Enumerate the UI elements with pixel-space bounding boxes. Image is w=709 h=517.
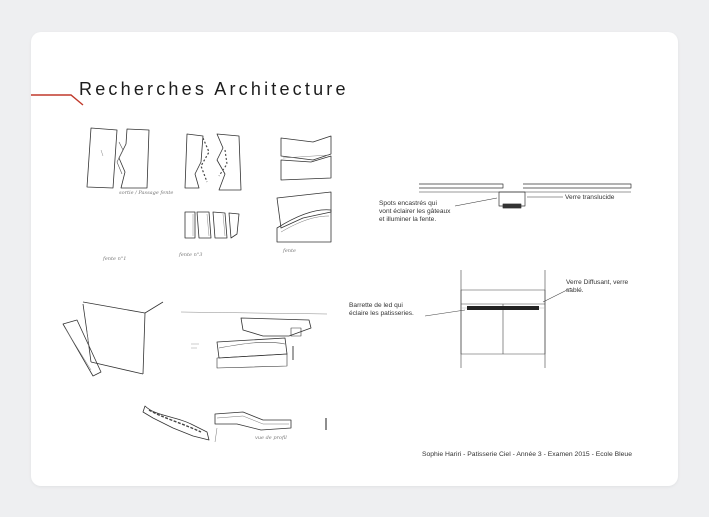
caption-fente: fente <box>283 248 296 254</box>
sketch-slit-block-1 <box>86 127 150 189</box>
sketch-horizontal-slabs <box>280 135 332 181</box>
sketch-slit-block-2 <box>184 133 242 191</box>
caption-sortie: sortie / Passage fente <box>119 190 174 196</box>
caption-fente-3: fente n°3 <box>179 252 203 258</box>
sketch-wavy-slab <box>276 191 332 243</box>
diagram-top <box>419 183 632 209</box>
sketch-counter-elevation <box>180 311 328 369</box>
note-verre-diffusant: Verre Diffusant, verre sablé. <box>566 279 629 294</box>
diagram-bottom <box>424 270 572 368</box>
sketch-profile-views <box>142 405 327 443</box>
sketch-block-row <box>184 211 240 239</box>
note-barrette-led: Barrette de led qui éclaire les patisser… <box>349 302 414 317</box>
sketch-perspective-room <box>62 301 164 377</box>
presentation-slide: Recherches Architecture <box>31 32 678 486</box>
caption-fente-1: fente n°1 <box>103 256 127 262</box>
caption-profil: vue de profil <box>255 435 287 441</box>
slide-title: Recherches Architecture <box>79 79 349 99</box>
slide-footer: Sophie Hariri - Patisserie Ciel - Année … <box>421 451 632 458</box>
title-accent-line <box>31 94 84 106</box>
note-verre-translucide: Verre translucide <box>565 194 615 201</box>
sketch-area <box>62 127 632 443</box>
note-spots: Spots encastrés qui vont éclairer les gâ… <box>379 200 451 223</box>
